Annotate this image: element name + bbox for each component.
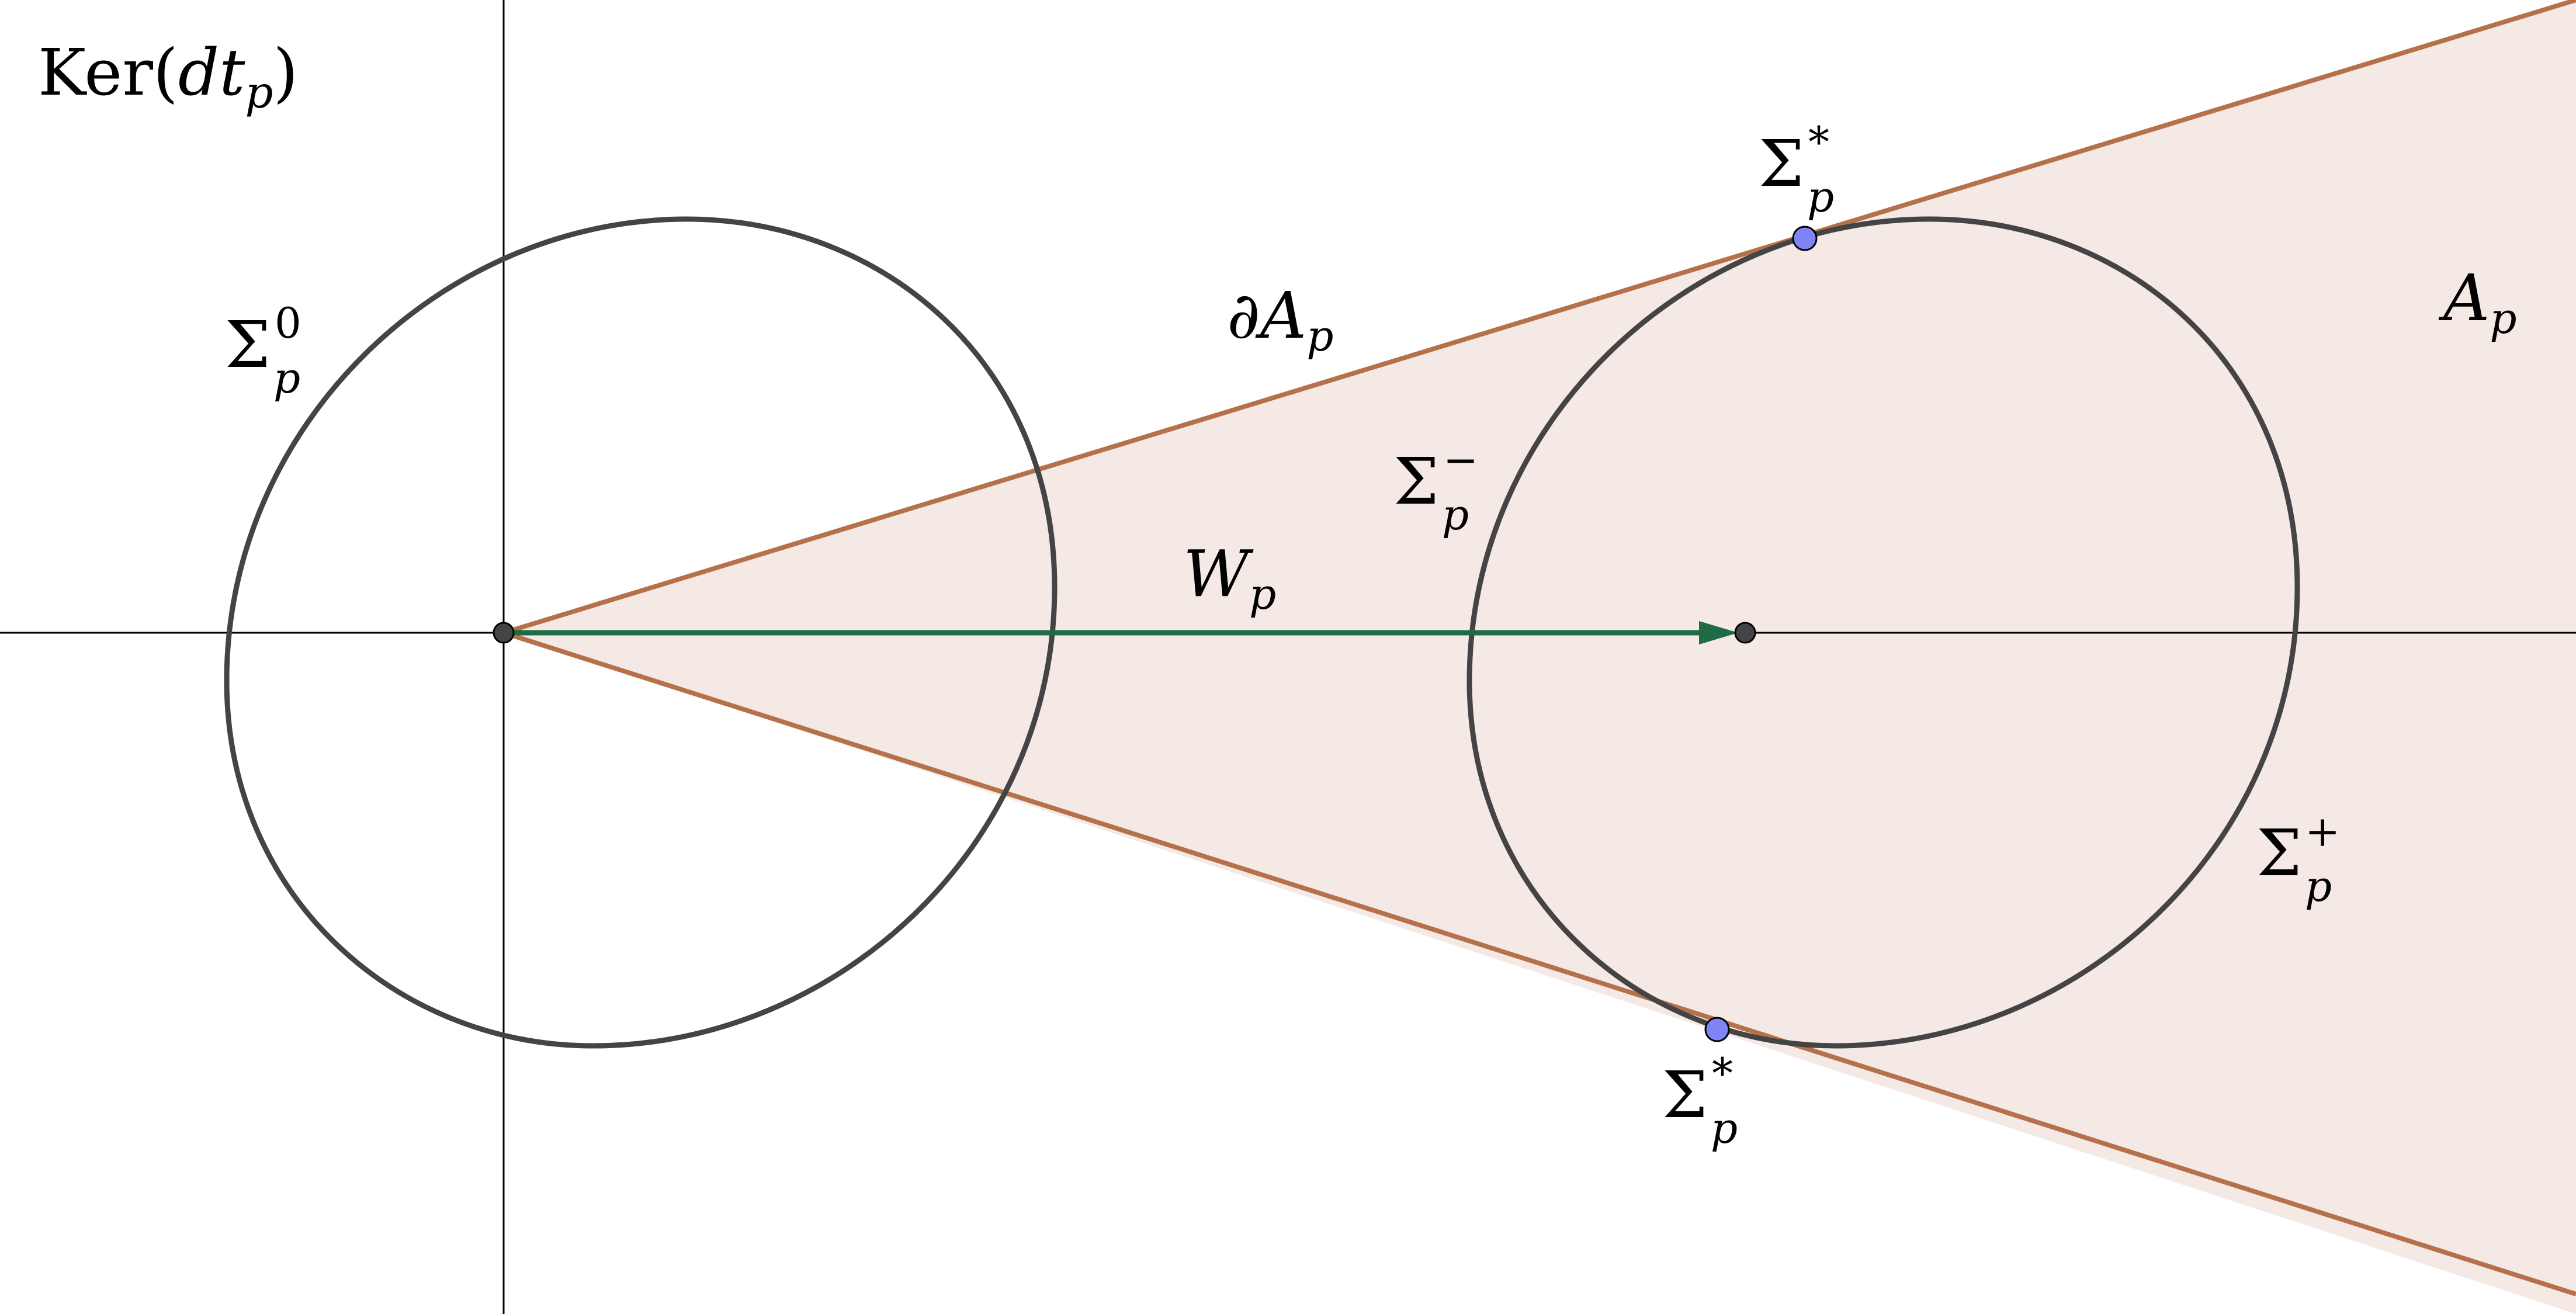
svg-text:−: − bbox=[1443, 435, 1478, 484]
tangent-point-top bbox=[1792, 226, 1818, 251]
boundary-a-label: ∂Ap bbox=[1227, 278, 1333, 360]
svg-text:*: * bbox=[1808, 117, 1829, 167]
sigma-plus-label: Σ + p bbox=[2256, 807, 2340, 911]
svg-text:p: p bbox=[1442, 490, 1469, 539]
sigma-right-curve bbox=[1466, 216, 2300, 1049]
sigma-star-top-label: Σ * p bbox=[1759, 117, 1834, 221]
svg-text:p: p bbox=[273, 353, 300, 403]
cone-region bbox=[504, 0, 2576, 1314]
vector-tip-point bbox=[1734, 622, 1756, 644]
svg-text:*: * bbox=[1712, 1049, 1733, 1098]
sigma-zero-curve bbox=[224, 216, 1058, 1049]
svg-text:p: p bbox=[2305, 862, 2332, 911]
sigma-minus-label: Σ − p bbox=[1393, 435, 1478, 539]
svg-text:Σ: Σ bbox=[1393, 444, 1439, 519]
svg-text:+: + bbox=[2305, 807, 2340, 856]
region-a-label: Ap bbox=[2438, 261, 2517, 343]
vector-w-arrowhead bbox=[1699, 621, 1738, 644]
origin-point bbox=[493, 622, 515, 644]
kernel-label: Ker(dtp) bbox=[38, 35, 298, 118]
svg-text:0: 0 bbox=[275, 299, 301, 348]
svg-text:Σ: Σ bbox=[2256, 816, 2302, 890]
svg-text:p: p bbox=[1711, 1104, 1738, 1153]
svg-text:Σ: Σ bbox=[1759, 126, 1804, 201]
sigma-star-bottom-label: Σ * p bbox=[1662, 1049, 1738, 1153]
sigma-zero-label: Σ 0 p bbox=[225, 299, 301, 403]
svg-text:p: p bbox=[1807, 172, 1834, 221]
svg-text:Σ: Σ bbox=[225, 307, 271, 382]
cone-lower-edge bbox=[502, 630, 2576, 1296]
vector-w-label: Wp bbox=[1183, 536, 1276, 619]
cone-upper-edge bbox=[502, 0, 2576, 635]
tangent-point-bottom bbox=[1704, 1017, 1730, 1042]
svg-text:Σ: Σ bbox=[1662, 1058, 1708, 1132]
